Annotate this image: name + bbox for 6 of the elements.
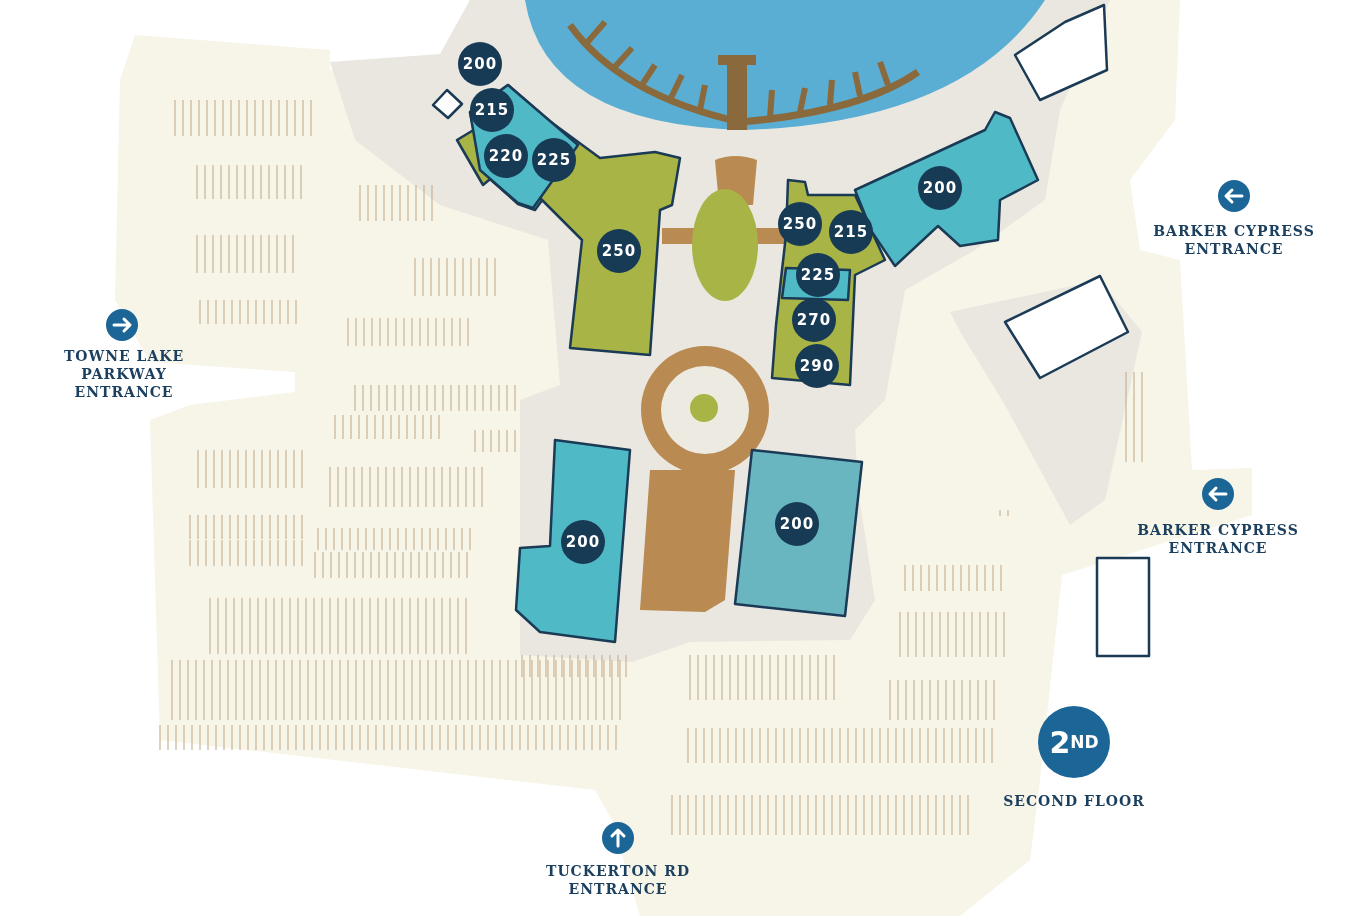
entrance-label: BARKER CYPRESS ENTRANCE <box>1136 521 1300 557</box>
floor-caption: SECOND FLOOR <box>1002 792 1146 810</box>
entrance-label: BARKER CYPRESS ENTRANCE <box>1152 222 1316 258</box>
floor-badge: 2$^{ND}$ <box>1038 706 1110 778</box>
entrance-label: TOWNE LAKE PARKWAY ENTRANCE <box>62 347 186 401</box>
entrance-label: TUCKERTON RD ENTRANCE <box>544 862 692 898</box>
